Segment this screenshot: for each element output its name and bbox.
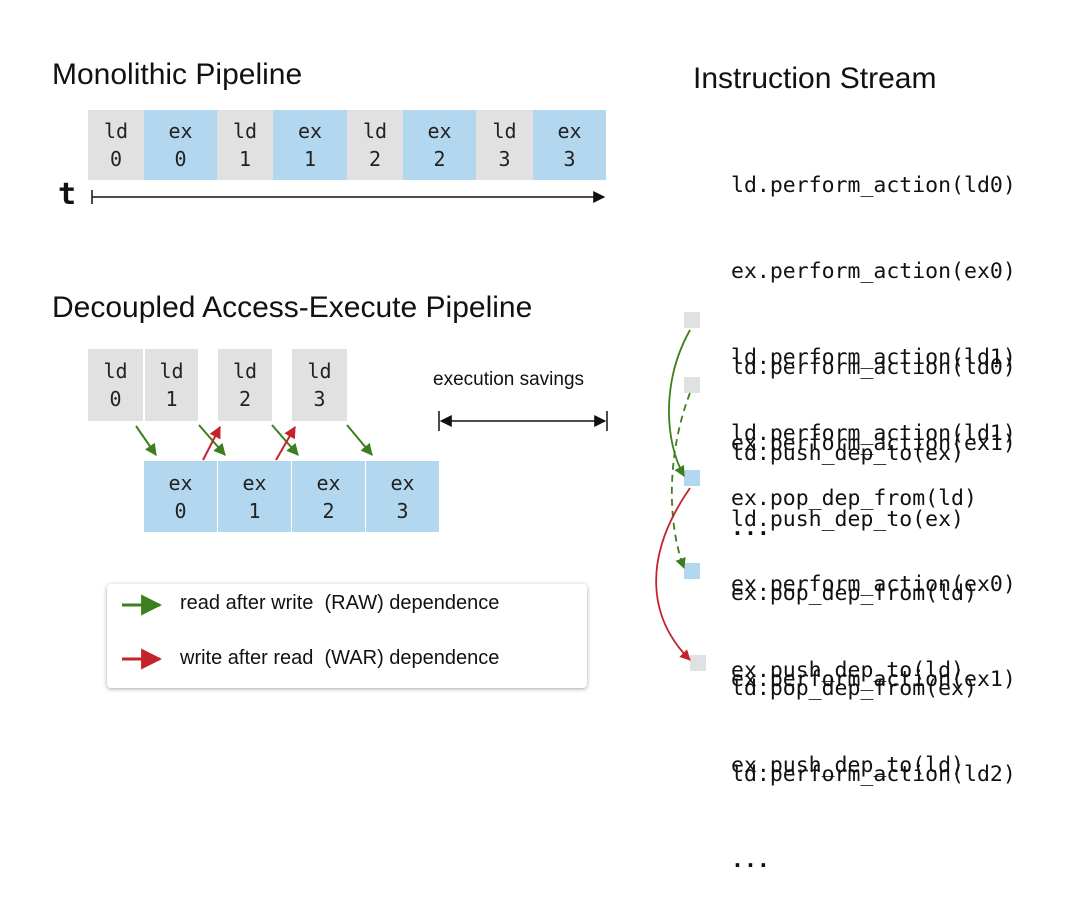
- dae-cell-ld0: ld 0: [88, 349, 143, 421]
- dae-cell-ld3: ld 3: [292, 349, 347, 421]
- cell-index: 1: [165, 387, 178, 411]
- dae-instruction-stream: ld.pop_dep_from(ex) ld.perform_action(ld…: [731, 618, 1016, 904]
- stream-marker-ex0: [684, 470, 700, 486]
- code-line: ld.push_dep_to(ex): [731, 440, 964, 466]
- cell-op: ld: [307, 359, 332, 383]
- mono-cell-ex3: ex 3: [533, 110, 606, 180]
- stream-marker-ex1: [684, 563, 700, 579]
- cell-index: 0: [174, 498, 187, 523]
- cell-index: 2: [433, 147, 446, 171]
- legend-swatches: [122, 594, 163, 670]
- cell-op: ld: [232, 359, 258, 383]
- stream-raw-arrow: [668, 329, 691, 477]
- cell-op: ld: [103, 119, 129, 143]
- cell-op: ex: [557, 119, 582, 143]
- dae-cell-ex0: ex 0: [144, 461, 217, 532]
- raw-dependence-arrow: [135, 425, 157, 456]
- execution-savings-label: execution savings: [433, 369, 585, 390]
- mono-cell-ex1: ex 1: [273, 110, 347, 180]
- cell-index: 3: [498, 147, 511, 171]
- cell-index: 2: [238, 387, 252, 411]
- dae-cell-ex3: ex 3: [366, 461, 439, 532]
- cell-op: ex: [316, 470, 341, 495]
- dae-title: Decoupled Access-Execute Pipeline: [52, 291, 533, 324]
- dae-cell-ex1: ex 1: [218, 461, 291, 532]
- raw-dependence-arrow: [271, 424, 299, 456]
- cell-op: ld: [492, 119, 517, 143]
- cell-index: 1: [248, 498, 261, 523]
- code-ellipsis: ...: [731, 516, 770, 542]
- mono-cell-ld1: ld 1: [217, 110, 273, 180]
- dae-cell-ld2: ld 2: [218, 349, 272, 421]
- mono-cell-ex2: ex 2: [403, 110, 476, 180]
- cell-op: ld: [103, 359, 128, 383]
- cell-index: 0: [109, 147, 123, 171]
- cell-op: ex: [242, 470, 267, 495]
- stream-marker-ld0: [684, 312, 700, 328]
- mono-cell-ex0: ex 0: [144, 110, 217, 180]
- cell-op: ld: [159, 359, 184, 383]
- cell-op: ex: [297, 119, 323, 143]
- dae-instruction-stream: ex.pop_dep_from(ld) ex.perform_action(ex…: [731, 428, 1016, 714]
- dae-instruction-stream: ld.perform_action(ld0) ld.push_dep_to(ex…: [731, 297, 1016, 497]
- code-line: ld.perform_action(ld0): [731, 173, 1016, 199]
- raw-dependence-arrow: [198, 424, 226, 456]
- stream-marker-ld1: [684, 377, 700, 393]
- cell-index: 2: [368, 147, 382, 171]
- code-line: ld.perform_action(ld1): [731, 421, 1016, 447]
- mono-instruction-stream: ld.perform_action(ld0) ex.perform_action…: [731, 115, 1016, 573]
- cell-op: ld: [362, 119, 388, 143]
- monolithic-title: Monolithic Pipeline: [52, 58, 303, 91]
- cell-op: ex: [168, 119, 193, 143]
- code-line: ex.perform_action(ex1): [731, 666, 1016, 692]
- cell-index: 2: [322, 498, 335, 523]
- raw-dependence-arrow: [346, 424, 373, 456]
- code-line: ld.pop_dep_from(ex): [731, 676, 977, 702]
- dae-cell-ld1: ld 1: [145, 349, 198, 421]
- cell-op: ex: [390, 470, 415, 495]
- stream-marker-ld2: [690, 655, 706, 671]
- cell-index: 1: [238, 147, 252, 171]
- cell-index: 0: [109, 387, 122, 411]
- cell-index: 3: [313, 387, 326, 411]
- mono-cell-ld2: ld 2: [347, 110, 403, 180]
- code-line: ex.push_dep_to(ld): [731, 657, 964, 683]
- code-line: ex.perform_action(ex0): [731, 571, 1016, 597]
- code-line: ex.pop_dep_from(ld): [731, 486, 977, 512]
- stream-title: Instruction Stream: [693, 62, 937, 95]
- code-line: ex.perform_action(ex1): [731, 430, 1016, 456]
- mono-cell-ld0: ld 0: [88, 110, 144, 180]
- code-line: ld.push_dep_to(ex): [731, 506, 964, 532]
- code-ellipsis: ...: [731, 847, 770, 873]
- legend-war-label: write after read (WAR) dependence: [180, 647, 500, 669]
- cell-index: 3: [396, 498, 409, 523]
- dae-instruction-stream: ld.perform_action(ld1) ld.push_dep_to(ex…: [731, 363, 1016, 563]
- cell-op: ex: [168, 470, 193, 495]
- code-line: ld.perform_action(ld1): [731, 344, 1016, 370]
- legend-raw-label: read after write (RAW) dependence: [180, 592, 500, 614]
- cell-index: 0: [174, 147, 187, 171]
- cell-index: 1: [303, 147, 317, 171]
- dae-cell-ex2: ex 2: [292, 461, 365, 532]
- code-line: ld.perform_action(ld2): [731, 761, 1016, 787]
- war-dependence-arrow: [202, 425, 221, 461]
- code-line: ex.perform_action(ex0): [731, 258, 1016, 284]
- time-axis-label: t: [58, 177, 77, 212]
- cell-index: 3: [563, 147, 576, 171]
- code-line: ld.perform_action(ld0): [731, 355, 1016, 381]
- mono-cell-ld3: ld 3: [476, 110, 533, 180]
- war-dependence-arrow: [275, 425, 296, 461]
- code-line: ex.pop_dep_from(ld): [731, 581, 977, 607]
- legend: read after write (RAW) dependence write …: [107, 584, 587, 688]
- cell-op: ld: [232, 119, 258, 143]
- cell-op: ex: [427, 119, 452, 143]
